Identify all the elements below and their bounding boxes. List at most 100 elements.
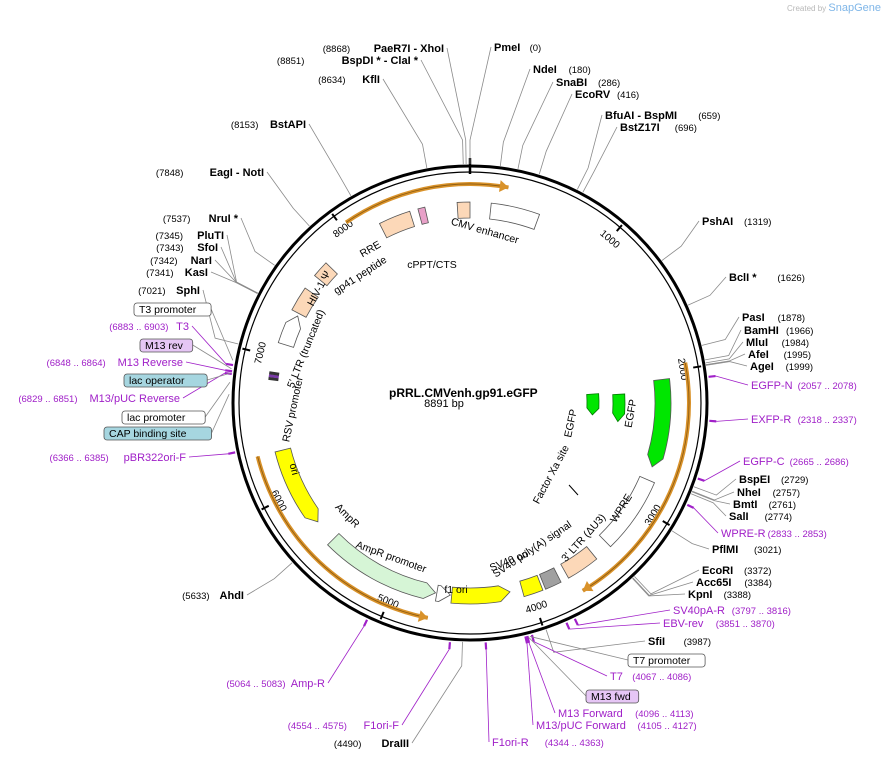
- tag-line-lac-operator: [207, 372, 231, 381]
- feature-ampr: [326, 532, 437, 599]
- tick-label-8000: 8000: [331, 218, 356, 240]
- feature-cmv-enhancer: [489, 202, 541, 230]
- feature-label-egfp-7: EGFP: [623, 398, 640, 428]
- enzyme-line-pshai: [661, 220, 700, 261]
- enzyme-pos-bspei: (2729): [781, 475, 808, 486]
- enzyme-line-agei: [705, 361, 748, 367]
- feature-cppt-cts: [456, 201, 471, 219]
- primer-name-wpre-r: WPRE-R: [721, 528, 766, 540]
- primer-name-m13-reverse: M13 Reverse: [118, 357, 183, 369]
- primer-line-egfp-n: [715, 375, 749, 386]
- enzyme-line-bamhi: [705, 329, 742, 361]
- enzyme-name-pasi: PasI: [742, 312, 765, 324]
- enzyme-draiii: DraIII(4490): [334, 738, 409, 750]
- primer-mark-pbr322ori-f: [228, 451, 236, 455]
- orange-arc-edge-2: [257, 456, 428, 619]
- primer-mark-m13-puc-forward: [524, 636, 529, 644]
- enzyme-nhei: NheI(2757): [737, 487, 800, 499]
- primer-range-sv40pa-r: (3797 .. 3816): [732, 606, 791, 617]
- feature-ori: [274, 447, 319, 523]
- primer-m13-puc-reverse: M13/pUC Reverse(6829 .. 6851): [18, 393, 180, 405]
- enzyme-line-nrui: [240, 217, 275, 266]
- primer-f1ori-r: F1ori-R (4344 .. 4363): [492, 737, 604, 749]
- enzyme-kpni: KpnI(3388): [688, 589, 751, 601]
- enzyme-ecorv: EcoRV(416): [575, 89, 639, 101]
- tag-m13-rev: M13 rev: [145, 340, 184, 352]
- enzyme-name-ndei: NdeI: [533, 64, 557, 76]
- enzyme-name-kfli: KflI: [362, 74, 380, 86]
- primer-name-egfp-c: EGFP-C: [743, 456, 785, 468]
- enzyme-name-kasi: KasI: [185, 267, 208, 279]
- enzyme-line-sfoi: [220, 246, 258, 294]
- enzyme-pshai: PshAI(1319): [702, 216, 771, 228]
- enzyme-pos-bstapi: (8153): [231, 120, 258, 131]
- enzyme-pasi: PasI (1878): [742, 312, 805, 324]
- tag-box-lac-promoter: [121, 410, 206, 425]
- primer-range-ebv-rev: (3851 .. 3870): [716, 619, 775, 630]
- primer-line-m13-forward: [528, 642, 556, 714]
- enzyme-pos-pluti: (7345): [156, 231, 183, 242]
- enzyme-pos-agei: (1999): [786, 362, 813, 373]
- enzyme-pos-eagi-noti: (7848): [156, 168, 183, 179]
- primer-line-f1ori-f: [401, 648, 450, 726]
- primer-range-f1ori-r: (4344 .. 4363): [545, 738, 604, 749]
- enzyme-pos-snabi: (286): [598, 78, 620, 89]
- enzyme-pos-sali: (2774): [765, 512, 792, 523]
- enzyme-line-kfli: [382, 78, 428, 169]
- small-feature-1: [268, 374, 279, 379]
- primer-name-t3: T3: [176, 321, 189, 333]
- primer-line-t7: [533, 641, 608, 677]
- enzyme-line-ndei: [499, 68, 531, 166]
- primer-egfp-n: EGFP-N(2057 .. 2078): [751, 380, 857, 392]
- tag-lac-operator: lac operator: [129, 375, 185, 387]
- primer-sv40pa-r: SV40pA-R(3797 .. 3816): [673, 605, 791, 617]
- feature-label-ampr-16: AmpR: [333, 501, 362, 530]
- tag-line-t3-promoter: [210, 308, 234, 361]
- enzyme-pos-nari: (7342): [150, 256, 177, 267]
- enzyme-ahdi: AhdI(5633): [182, 590, 244, 602]
- primer-name-f1ori-r: F1ori-R: [492, 737, 529, 749]
- primer-name-ebv-rev: EBV-rev: [663, 618, 704, 630]
- primer-name-m13-puc-reverse: M13/pUC Reverse: [90, 393, 180, 405]
- enzyme-pmei: PmeI(0): [494, 42, 541, 54]
- enzyme-pos-ahdi: (5633): [182, 591, 209, 602]
- enzyme-name-ecori: EcoRI: [702, 565, 733, 577]
- feature-rre: [378, 210, 416, 239]
- enzyme-pos-bmti: (2761): [769, 500, 796, 511]
- primer-egfp-c: EGFP-C(2665 .. 2686): [743, 456, 849, 468]
- orange-arc-edge-1: [582, 362, 690, 592]
- enzyme-bstz17i: BstZ17I(696): [620, 122, 697, 134]
- feature-gp41-peptide: [417, 206, 429, 225]
- orange-arc-edge-0: [345, 183, 509, 223]
- primer-line-wpre-r: [693, 507, 719, 534]
- enzyme-line-paer7i-xhoi: [446, 47, 467, 165]
- enzyme-nari: NarI(7342): [150, 255, 212, 267]
- feature-label-hiv-1-4: HIV-1 Ψ: [305, 269, 334, 308]
- tag-box-lac-operator: [123, 373, 208, 388]
- feature-sv40-ori: [519, 574, 544, 598]
- primer-line-t3: [191, 325, 227, 365]
- enzyme-name-nrui: NruI *: [209, 213, 239, 225]
- primer-wpre-r: WPRE-R(2833 .. 2853): [721, 528, 827, 540]
- enzyme-line-bstz17i: [582, 126, 618, 193]
- enzyme-name-paer7i-xhoi: PaeR7I - XhoI: [374, 43, 444, 55]
- tick-6000: [261, 504, 270, 511]
- tick-7000: [242, 347, 251, 352]
- tag-line-lac-promoter: [204, 382, 231, 418]
- enzyme-pos-mlui: (1984): [782, 338, 809, 349]
- primer-mark-exfp-r: [709, 419, 717, 423]
- feature-f1-ori: [450, 585, 511, 605]
- enzyme-pos-pasi: (1878): [778, 313, 805, 324]
- enzyme-line-mlui: [705, 341, 744, 364]
- enzyme-line-pmei: [469, 46, 492, 164]
- feature-egfp-inner-1: [586, 393, 600, 416]
- enzyme-name-pmei: PmeI: [494, 42, 520, 54]
- enzyme-line-sali: [690, 493, 727, 517]
- enzyme-afei: AfeI(1995): [748, 349, 811, 361]
- enzyme-pos-kfli: (8634): [318, 75, 345, 86]
- enzyme-line-snabi: [517, 81, 554, 169]
- enzyme-name-sfoi: SfoI: [197, 242, 218, 254]
- enzyme-pos-afei: (1995): [784, 350, 811, 361]
- enzyme-pos-acc65i: (3384): [744, 578, 771, 589]
- enzyme-name-bstz17i: BstZ17I: [620, 122, 660, 134]
